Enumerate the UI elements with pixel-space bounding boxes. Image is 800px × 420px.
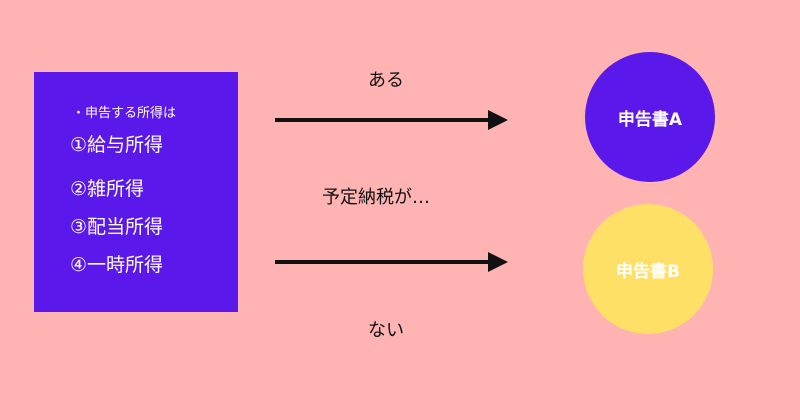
income-item-misc: ②雑所得 (70, 178, 145, 200)
form-a-circle: 申告書A (585, 52, 715, 182)
income-item-salary: ①給与所得 (70, 134, 164, 156)
arrow-to-form-b (275, 252, 508, 272)
label-prepayment: 予定納税が… (322, 187, 430, 208)
form-b-label: 申告書B (616, 261, 680, 282)
income-item-temporary: ④一時所得 (70, 254, 164, 276)
label-yes: ある (368, 70, 404, 91)
form-b-circle: 申告書B (583, 204, 713, 334)
income-item-dividend: ③配当所得 (70, 216, 164, 238)
label-no: ない (368, 320, 404, 341)
form-a-label: 申告書A (617, 109, 683, 130)
arrow-to-form-a (275, 110, 508, 130)
income-list-box: ・申告する所得は ①給与所得 ②雑所得 ③配当所得 ④一時所得 (34, 72, 238, 312)
income-list-heading: ・申告する所得は (72, 106, 177, 121)
